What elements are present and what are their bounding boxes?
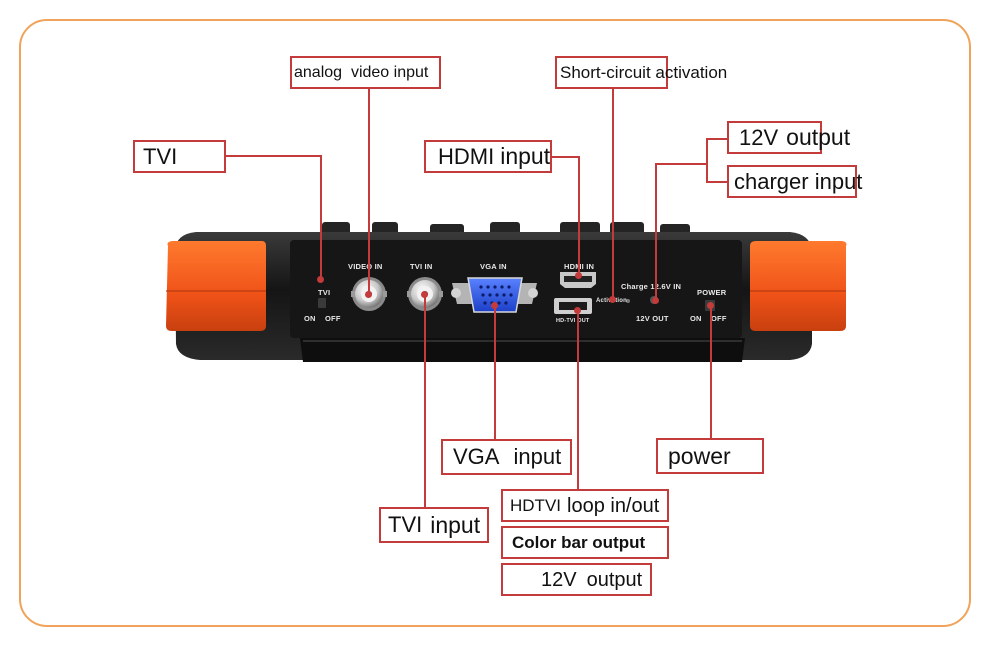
label-vga-text-b: input (513, 444, 562, 469)
leader-dot-tvi (317, 276, 324, 283)
silk-off-left: OFF (325, 314, 341, 323)
leader-power-v (710, 305, 712, 439)
label-tvi-input: TVI input (379, 507, 489, 543)
leader-dot-power (707, 302, 714, 309)
label-color-bar-text: Color bar output (512, 533, 646, 552)
label-12v-output-text-a: 12V (739, 124, 779, 150)
label-short-circuit-activation: Short-circuit activation (555, 56, 727, 89)
silk-video-in: VIDEO IN (348, 262, 383, 271)
label-hdmi-input: HDMI input (424, 140, 552, 173)
leader-dot-vga (491, 302, 498, 309)
silk-vga-in: VGA IN (480, 262, 507, 271)
label-short-circuit-text: Short-circuit activation (560, 63, 728, 82)
leader-dot-tvi-in (421, 291, 428, 298)
leader-charger-h (706, 181, 728, 183)
label-vga-text-a: VGA (453, 444, 500, 469)
leader-tvi-h (224, 155, 321, 157)
label-tvi-input-text-b: input (430, 511, 481, 538)
leader-hdmi-h (550, 156, 580, 158)
label-12v-output: 12V output (727, 121, 850, 154)
hd-tvi-out-port (554, 298, 592, 314)
leader-dot-hdmi (575, 272, 582, 279)
label-12v-bottom-text-a: 12V (541, 568, 577, 591)
label-hdtvi-text-a: HDTVI (510, 496, 561, 515)
leader-hdtvi-v (577, 310, 579, 490)
silk-off-right: OFF (711, 314, 727, 323)
leader-hdmi-v (578, 156, 580, 276)
label-analog-video-input: analog video input (290, 56, 441, 89)
hdmi-port (560, 272, 596, 288)
label-12v-output-text-b: output (786, 124, 851, 150)
label-analog-video-input-text: analog video input (294, 63, 429, 81)
label-hdmi-text-b: input (500, 143, 551, 169)
leader-vga-v (494, 305, 496, 440)
silk-on-left: ON (304, 314, 316, 323)
label-charger-input: charger input (727, 165, 862, 198)
label-vga-input: VGA input (441, 439, 572, 475)
label-charger-input-text: charger input (734, 168, 863, 194)
silk-on-right: ON (690, 314, 702, 323)
label-tvi: TVI (133, 140, 226, 173)
silk-12v-out: 12V OUT (636, 314, 669, 323)
label-power: power (656, 438, 764, 474)
leader-dot-hdtvi (574, 307, 581, 314)
label-hdtvi-loop: HDTVI loop in/out (501, 489, 669, 522)
leader-12v-out-h (706, 138, 728, 140)
label-color-bar-output: Color bar output (501, 526, 669, 559)
label-hdtvi-text-b: loop in/out (567, 494, 660, 517)
label-power-text: power (668, 442, 731, 469)
leader-tvi-v (320, 155, 322, 279)
leader-short-v (612, 88, 614, 298)
leader-bracket-h (655, 163, 707, 165)
label-12v-bottom-text-b: output (586, 568, 643, 591)
silk-tvi-switch: TVI (318, 288, 331, 297)
left-bumper (166, 241, 266, 331)
leader-dot-charge (652, 297, 659, 304)
silk-power: POWER (697, 288, 727, 297)
label-tvi-input-text-a: TVI (388, 512, 423, 537)
label-12v-output-bottom: 12V output (501, 563, 652, 596)
leader-bracket-down (655, 163, 657, 300)
silk-tvi-in: TVI IN (410, 262, 433, 271)
vga-port (451, 277, 538, 313)
silk-charge: Charge 12.6V IN (621, 282, 682, 291)
label-tvi-text: TVI (143, 143, 178, 169)
silk-hd-tvi-out: HD-TVI OUT (556, 318, 590, 324)
leader-dot-video-in (365, 291, 372, 298)
leader-dot-activation (609, 296, 616, 303)
diagram-frame (19, 19, 971, 627)
label-hdmi-text-a: HDMI (438, 143, 495, 169)
right-bumper (750, 241, 847, 331)
leader-bracket-v (706, 138, 708, 183)
leader-analog-v (368, 88, 370, 294)
leader-tvi-input-v (424, 294, 426, 508)
